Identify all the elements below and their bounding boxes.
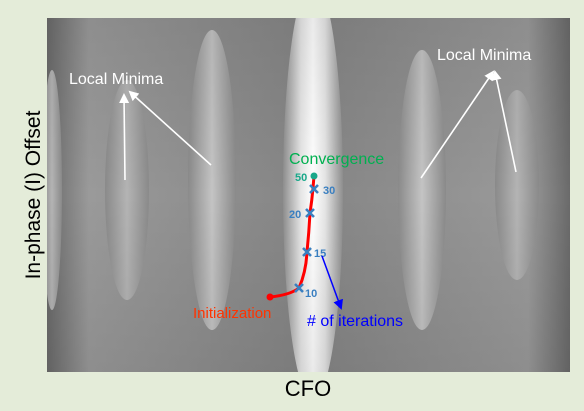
x-axis-label: CFO: [285, 376, 331, 401]
local-minima-arrow-left-1: [119, 93, 130, 181]
local-minima-arrow-left-2: [128, 90, 212, 166]
initialization-label: Initialization: [193, 305, 271, 322]
iteration-marker-15: [302, 247, 312, 257]
iteration-label-20: 20: [289, 209, 301, 221]
iterations-label: # of iterations: [307, 313, 403, 330]
iterations-arrow: [321, 255, 343, 310]
convergence-label: Convergence: [289, 151, 384, 168]
local-minima-label-left: Local Minima: [69, 71, 163, 88]
cost-surface: [47, 18, 570, 372]
iteration-label-50: 50: [295, 172, 307, 184]
iteration-label-30: 30: [323, 185, 335, 197]
local-minima-arrow-right-1: [420, 70, 495, 179]
y-axis-label: In-phase (I) Offset: [22, 110, 45, 279]
iteration-label-10: 10: [305, 288, 317, 300]
iteration-markers: 50 30 20 15 10: [289, 172, 335, 300]
iteration-marker-50: [310, 172, 318, 180]
iteration-marker-20: [305, 208, 315, 218]
iteration-marker-30: [309, 184, 319, 194]
local-minima-label-right: Local Minima: [437, 47, 531, 64]
iteration-marker-10: [294, 283, 304, 293]
initialization-point: [266, 293, 274, 301]
iteration-label-15: 15: [314, 248, 326, 260]
local-minima-arrow-right-2: [491, 70, 517, 173]
